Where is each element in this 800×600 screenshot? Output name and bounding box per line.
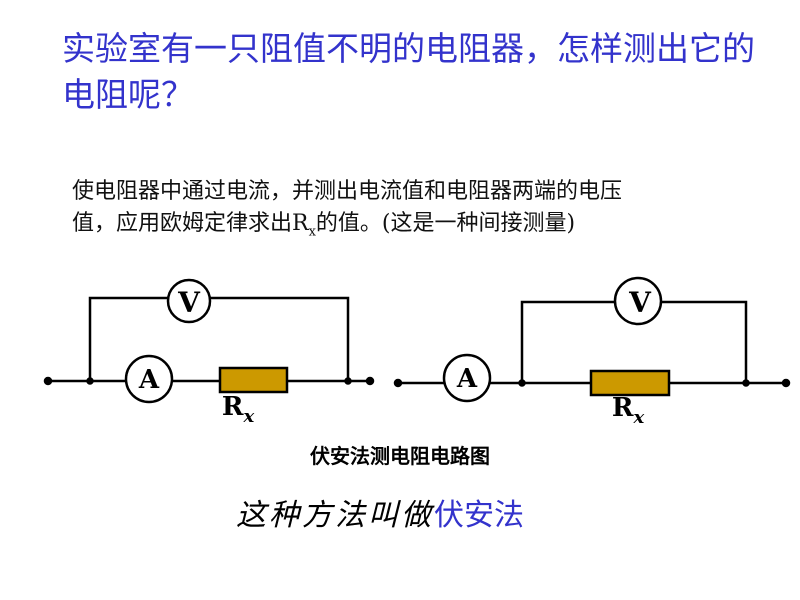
ext-voltmeter-branch-right — [662, 300, 748, 383]
resistor-1 — [218, 366, 289, 394]
method-lead: 这种方法叫做 — [236, 498, 434, 533]
resistor-2-label-main: R — [612, 393, 634, 423]
voltmeter-2 — [613, 276, 663, 326]
ext-voltmeter-branch-left — [520, 300, 615, 383]
circuit-internal — [43, 278, 375, 404]
ext-terminal-right — [781, 378, 791, 388]
method-name: 伏安法 — [434, 498, 524, 533]
diagram-caption: 伏安法测电阻电路图 — [310, 444, 490, 468]
junction-right — [344, 377, 352, 385]
description-line-1: 使电阻器中通过电流，并测出电流值和电阻器两端的电压 — [72, 179, 623, 204]
voltmeter-branch-right — [210, 296, 350, 381]
ammeter-1-label: A — [138, 365, 160, 395]
ext-junction-left — [518, 379, 526, 387]
page-title: 实验室有一只阻值不明的电阻器，怎样测出它的电阻呢？ — [62, 29, 755, 114]
voltmeter-2-label: V — [628, 286, 652, 319]
method-statement: 这种方法叫做伏安法 — [0, 490, 760, 534]
junction-left — [86, 377, 94, 385]
voltmeter-1 — [166, 278, 212, 324]
ammeter-2-label: A — [456, 364, 478, 394]
description-line-2-before: 值，应用欧姆定律求出R — [72, 211, 309, 236]
circuit-external — [393, 276, 791, 403]
description-line-2-after: 的值。(这是一种间接测量) — [315, 211, 576, 236]
description: 使电阻器中通过电流，并测出电流值和电阻器两端的电压 值，应用欧姆定律求出Rx的值… — [72, 176, 772, 248]
voltmeter-branch-left — [88, 296, 168, 381]
terminal-left — [43, 376, 53, 386]
terminal-right — [365, 376, 375, 386]
resistor-2 — [589, 369, 671, 397]
resistor-1-label-sub: x — [242, 406, 254, 427]
resistor-2-label: Rx — [612, 393, 645, 428]
ext-terminal-left — [393, 378, 403, 388]
ext-junction-right — [742, 379, 750, 387]
resistor-1-label-main: R — [222, 392, 244, 422]
voltmeter-1-label: V — [177, 286, 201, 319]
rx-subscript: x — [308, 224, 316, 240]
ammeter-2 — [442, 353, 492, 403]
ammeter-1 — [124, 354, 174, 404]
resistor-1-label: Rx — [222, 392, 255, 427]
description-line-2: 值，应用欧姆定律求出Rx的值。(这是一种间接测量) — [72, 208, 772, 248]
resistor-2-label-sub: x — [632, 407, 644, 428]
